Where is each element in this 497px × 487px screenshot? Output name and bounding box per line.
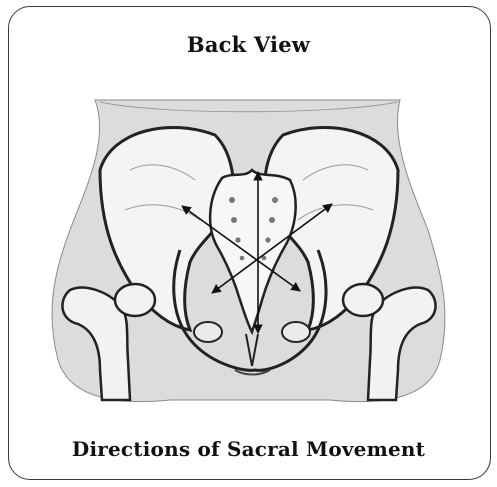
left-obturator-foramen [194, 322, 222, 342]
right-obturator-foramen [282, 322, 310, 342]
figure-caption: Directions of Sacral Movement [0, 437, 497, 461]
